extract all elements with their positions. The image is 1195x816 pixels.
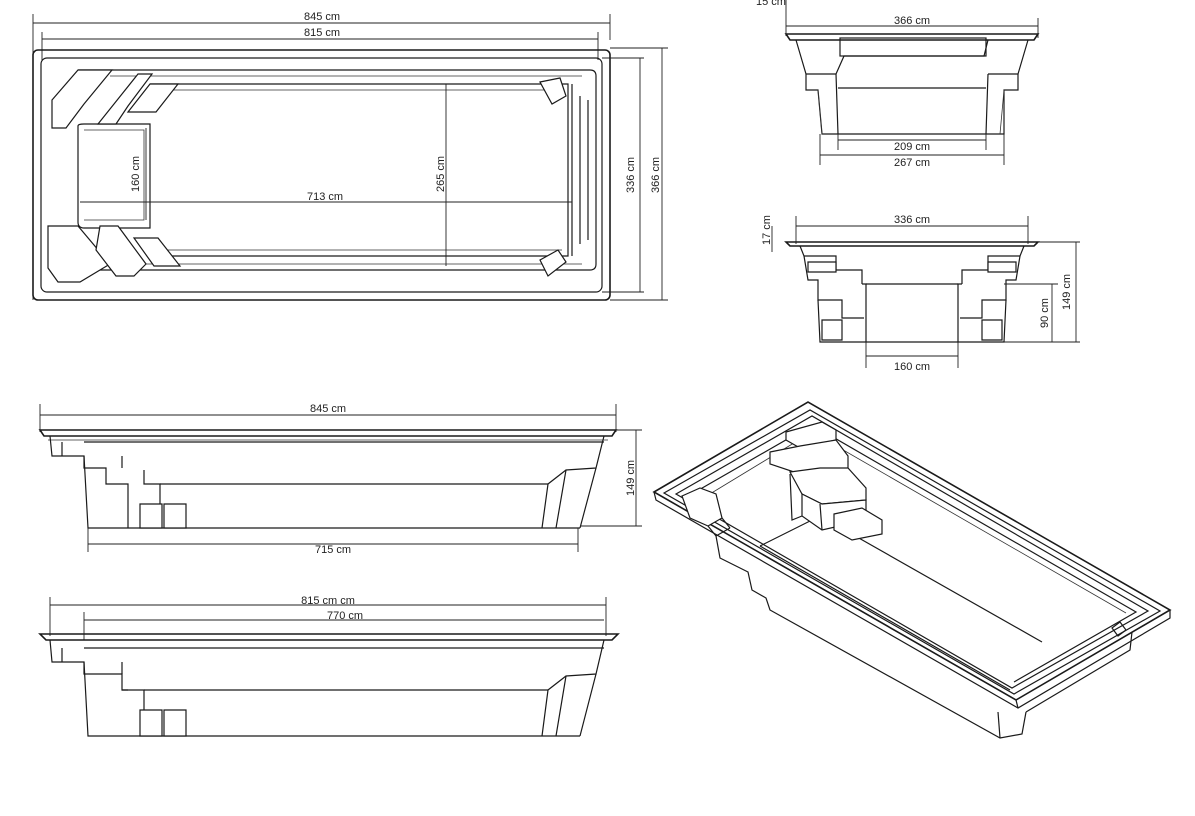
end-upper-floor-outer-label: 267 cm (894, 157, 930, 169)
end-lower-floor-width-label: 160 cm (894, 361, 930, 373)
side-section-lower: 815 cm cm 770 cm (38, 595, 620, 737)
pool-perspective-view (652, 401, 1172, 739)
plan-overall-length-label: 845 cm (304, 11, 340, 23)
plan-overall-width-label: 366 cm (650, 157, 662, 193)
end-upper-top-width-label: 366 cm (894, 15, 930, 27)
plan-basin-length-label: 713 cm (307, 191, 343, 203)
end-lower-rim-label: 17 cm (761, 215, 773, 245)
end-lower-step-depth-label: 90 cm (1039, 298, 1051, 328)
plan-inner-width-label: 336 cm (625, 157, 637, 193)
end-section-lower: 336 cm 17 cm 160 cm 90 cm 149 cm (761, 214, 1080, 373)
plan-view: 845 cm 815 cm 160 cm 713 cm (32, 11, 668, 301)
end-lower-top-width-label: 336 cm (894, 214, 930, 226)
end-lower-total-depth-label: 149 cm (1061, 274, 1073, 310)
side-upper-depth-label: 149 cm (625, 460, 637, 496)
end-section-upper: 15 cm 366 cm 209 cm 267 cm (756, 0, 1040, 169)
plan-bench-width-label: 160 cm (130, 156, 142, 192)
side-section-upper: 845 cm 715 cm 149 cm (38, 403, 642, 556)
plan-basin-width-label: 265 cm (435, 156, 447, 192)
side-upper-top-length-label: 845 cm (310, 403, 346, 415)
side-lower-top-length-label: 815 cm cm (301, 595, 355, 607)
side-upper-floor-length-label: 715 cm (315, 544, 351, 556)
end-upper-rim-label: 15 cm (756, 0, 786, 8)
end-upper-floor-inner-label: 209 cm (894, 141, 930, 153)
side-lower-inner-length-label: 770 cm (327, 610, 363, 622)
plan-inner-length-label: 815 cm (304, 27, 340, 39)
